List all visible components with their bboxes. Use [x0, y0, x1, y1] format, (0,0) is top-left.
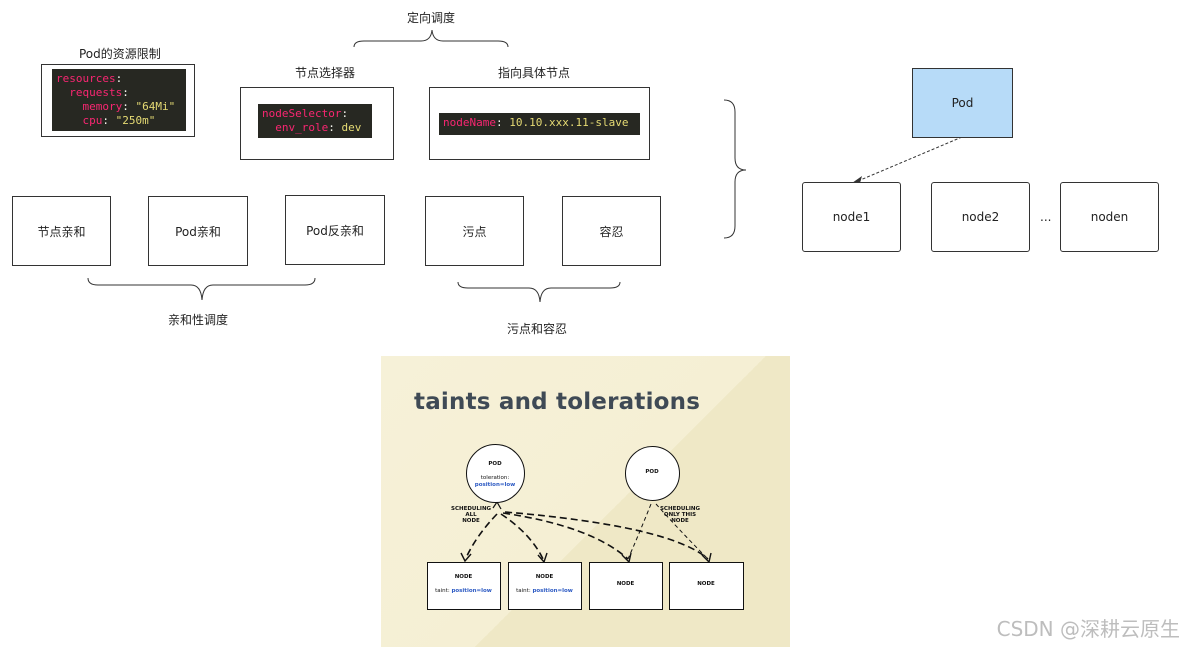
pod-with-toleration: POD toleration: position=low [466, 444, 525, 503]
arrow-pod1-node2 [500, 513, 544, 560]
pod2-label: POD [645, 469, 659, 475]
node2-box: node2 [931, 182, 1030, 252]
pod1-toleration-label: toleration: [480, 475, 510, 481]
resource-limit-code: resources: requests: memory: "64Mi" cpu:… [52, 69, 186, 131]
node-selector-box: nodeSelector: env_role: dev [240, 87, 394, 160]
node-name-box: nodeName: 10.10.xxx.11-slave [429, 87, 650, 160]
panel-node-4: NODE [669, 562, 744, 610]
panel-node-4-label: NODE [697, 581, 715, 587]
panel-node-1-label: NODE [454, 574, 473, 580]
affinity-scheduling-label: 亲和性调度 [168, 313, 229, 327]
panel-node-2-label: NODE [535, 574, 554, 580]
taints-tolerations-panel: taints and tolerations POD toleration: p… [381, 356, 790, 647]
node-name-code: nodeName: 10.10.xxx.11-slave [439, 113, 640, 135]
node-ellipsis: ... [1040, 210, 1052, 224]
panel-node-2: NODE taint: position=low [508, 562, 582, 610]
arrow-pod2-node3 [627, 503, 652, 560]
arrow-pod1-node1 [465, 513, 498, 559]
panel-node-2-taint: taint: position=low [516, 588, 573, 594]
panel-node-3-label: NODE [616, 581, 635, 587]
pod-without-toleration: POD [625, 446, 680, 501]
scheduling-all-note: SCHEDULING ALL NODE [451, 506, 492, 524]
arrow-pod2-node4 [655, 503, 709, 560]
pod-to-node1-arrowhead [852, 176, 862, 183]
panel-node-1-taint: taint: position=low [435, 588, 492, 594]
affinity-brace [87, 277, 316, 301]
arrow-pod1-node4 [504, 511, 709, 560]
scheduling-only-note: SCHEDULING ONLY THIS NODE [659, 506, 701, 524]
arrow-pod1-node3 [502, 512, 629, 560]
taint-brace [457, 281, 621, 303]
panel-node-3: NODE [589, 562, 663, 610]
panel-title: taints and tolerations [414, 389, 701, 415]
pod-affinity-box: Pod亲和 [148, 196, 248, 266]
panel-node-1: NODE taint: position=low [427, 562, 501, 610]
taint-toleration-label: 污点和容忍 [507, 322, 568, 336]
pod1-label: POD [488, 461, 502, 467]
specific-node-label: 指向具体节点 [498, 66, 571, 80]
node1-box: node1 [802, 182, 901, 252]
resource-limit-box: resources: requests: memory: "64Mi" cpu:… [41, 64, 195, 137]
watermark: CSDN @深耕云原生 [996, 617, 1180, 641]
directed-scheduling-label: 定向调度 [407, 11, 456, 25]
pod-to-node1-arrow [857, 136, 963, 182]
right-brace [723, 99, 747, 239]
directed-scheduling-brace [353, 29, 509, 48]
node-selector-code: nodeSelector: env_role: dev [258, 104, 372, 138]
pod-anti-affinity-box: Pod反亲和 [285, 195, 385, 265]
toleration-box: 容忍 [562, 196, 661, 266]
resource-limit-label: Pod的资源限制 [79, 47, 161, 61]
node-selector-label: 节点选择器 [295, 66, 356, 80]
pod1-toleration-value: position=low [474, 482, 516, 488]
noden-box: noden [1060, 182, 1159, 252]
pod-box: Pod [912, 68, 1013, 138]
node-affinity-box: 节点亲和 [12, 196, 111, 266]
taint-box: 污点 [425, 196, 524, 266]
